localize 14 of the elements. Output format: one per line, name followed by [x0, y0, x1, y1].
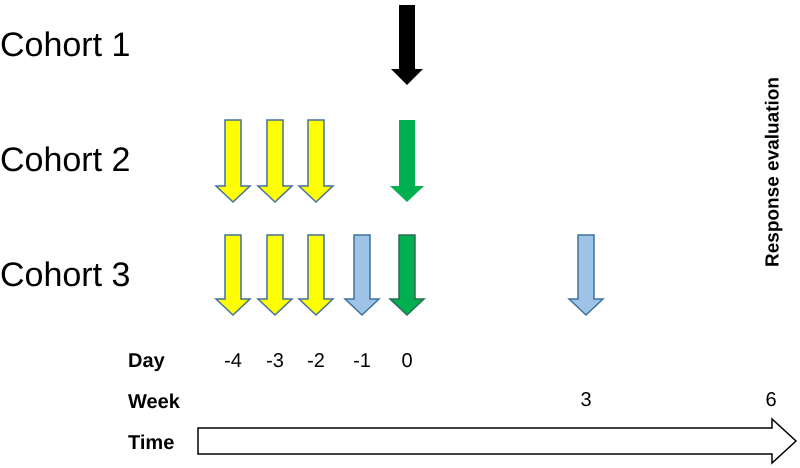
- week-value: 3: [580, 390, 592, 410]
- row-label: Day: [128, 351, 165, 371]
- day-value: -1: [353, 351, 371, 371]
- week-value: 6: [765, 390, 777, 410]
- day-value: -2: [307, 351, 325, 371]
- day-value: -3: [266, 351, 284, 371]
- cohort-label: Cohort 3: [0, 258, 130, 292]
- day-value: 0: [401, 351, 413, 371]
- cohort-label: Cohort 1: [0, 28, 130, 62]
- axis-title: Response evaluation: [764, 76, 782, 268]
- cohort-label: Cohort 2: [0, 143, 130, 177]
- row-label: Time: [128, 433, 174, 453]
- day-value: -4: [224, 351, 242, 371]
- row-label: Week: [128, 392, 180, 412]
